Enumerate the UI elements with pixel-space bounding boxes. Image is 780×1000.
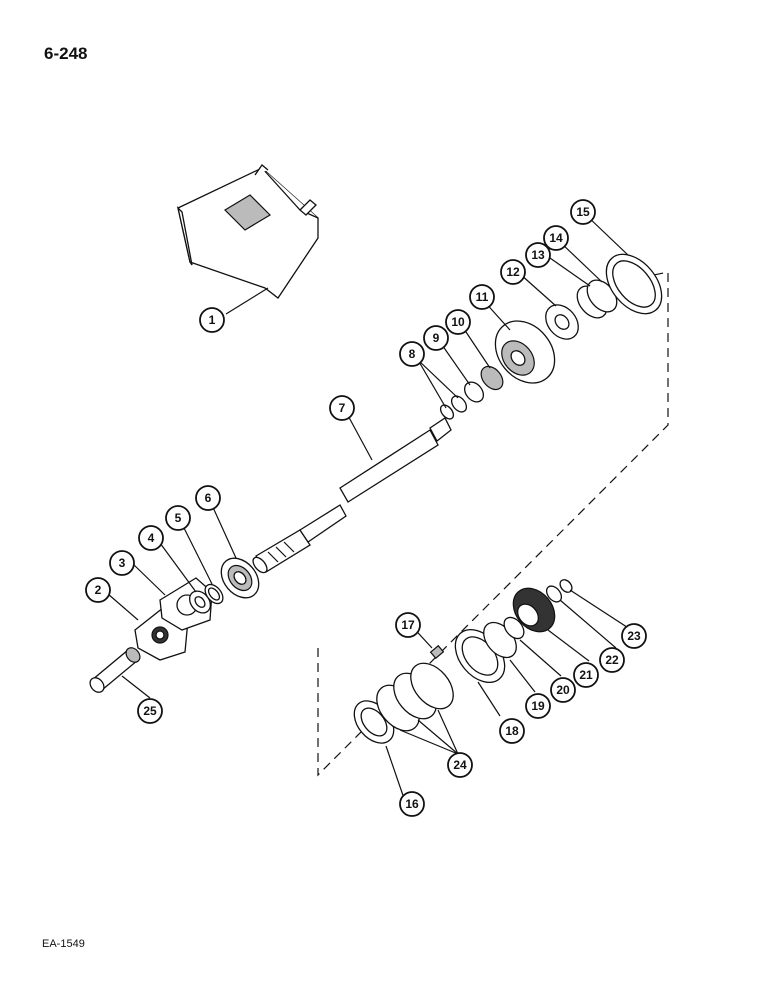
svg-text:11: 11: [476, 290, 489, 304]
svg-text:8: 8: [409, 347, 416, 361]
svg-text:25: 25: [143, 704, 157, 718]
page-number: 6-248: [44, 44, 88, 63]
callout-24: 24: [447, 752, 473, 778]
svg-text:18: 18: [505, 724, 519, 738]
callout-14: 14: [543, 225, 569, 251]
svg-text:6: 6: [205, 491, 212, 505]
callout-17: 17: [395, 612, 421, 638]
svg-text:23: 23: [627, 629, 641, 643]
figure-code: EA-1549: [42, 938, 85, 950]
svg-text:2: 2: [95, 583, 102, 597]
assembly-group-outline: [317, 271, 669, 777]
svg-text:16: 16: [405, 797, 419, 811]
callout-5: 5: [165, 505, 191, 531]
svg-text:17: 17: [401, 618, 415, 632]
svg-text:14: 14: [549, 231, 563, 245]
part-friction-plates: [376, 662, 454, 732]
callout-16: 16: [399, 791, 425, 817]
svg-text:24: 24: [453, 758, 467, 772]
part-snap-ring: [204, 583, 224, 605]
part-rings-19-20: [483, 616, 525, 659]
svg-text:22: 22: [605, 653, 619, 667]
svg-text:19: 19: [531, 699, 545, 713]
part-shaft: [252, 417, 452, 574]
svg-text:9: 9: [433, 331, 440, 345]
callout-1: 1: [199, 307, 225, 333]
part-gear: [512, 587, 556, 633]
part-rings-13-14: [576, 279, 618, 319]
svg-text:20: 20: [556, 683, 570, 697]
callout-6: 6: [195, 485, 221, 511]
callout-13: 13: [525, 242, 551, 268]
svg-text:12: 12: [506, 265, 520, 279]
callout-20: 20: [550, 677, 576, 703]
svg-text:10: 10: [451, 315, 465, 329]
svg-text:13: 13: [531, 248, 545, 262]
callout-2: 2: [85, 577, 111, 603]
callout-19: 19: [525, 693, 551, 719]
part-plate: [605, 253, 663, 315]
part-hub: [494, 320, 556, 384]
callout-7: 7: [329, 395, 355, 421]
callout-12: 12: [500, 259, 526, 285]
svg-text:1: 1: [209, 313, 216, 327]
part-shield-cover: [176, 164, 319, 299]
svg-text:21: 21: [579, 668, 593, 682]
svg-text:7: 7: [339, 401, 346, 415]
part-seal: [189, 590, 211, 614]
part-rings-22-23: [545, 579, 573, 603]
svg-text:15: 15: [576, 205, 590, 219]
callout-9: 9: [423, 325, 449, 351]
callout-25: 25: [137, 698, 163, 724]
callout-10: 10: [445, 309, 471, 335]
part-pin: [89, 647, 141, 693]
callout-21: 21: [573, 662, 599, 688]
part-rings: [439, 365, 504, 420]
callout-11: 11: [469, 284, 495, 310]
callout-18: 18: [499, 718, 525, 744]
callout-23: 23: [621, 623, 647, 649]
svg-text:3: 3: [119, 556, 126, 570]
part-spring: [429, 644, 445, 660]
svg-text:5: 5: [175, 511, 182, 525]
callout-22: 22: [599, 647, 625, 673]
callout-4: 4: [138, 525, 164, 551]
part-bearing: [220, 557, 260, 599]
callout-3: 3: [109, 550, 135, 576]
callout-8: 8: [399, 341, 425, 367]
part-disc: [545, 304, 579, 340]
svg-text:4: 4: [148, 531, 155, 545]
callout-15: 15: [570, 199, 596, 225]
